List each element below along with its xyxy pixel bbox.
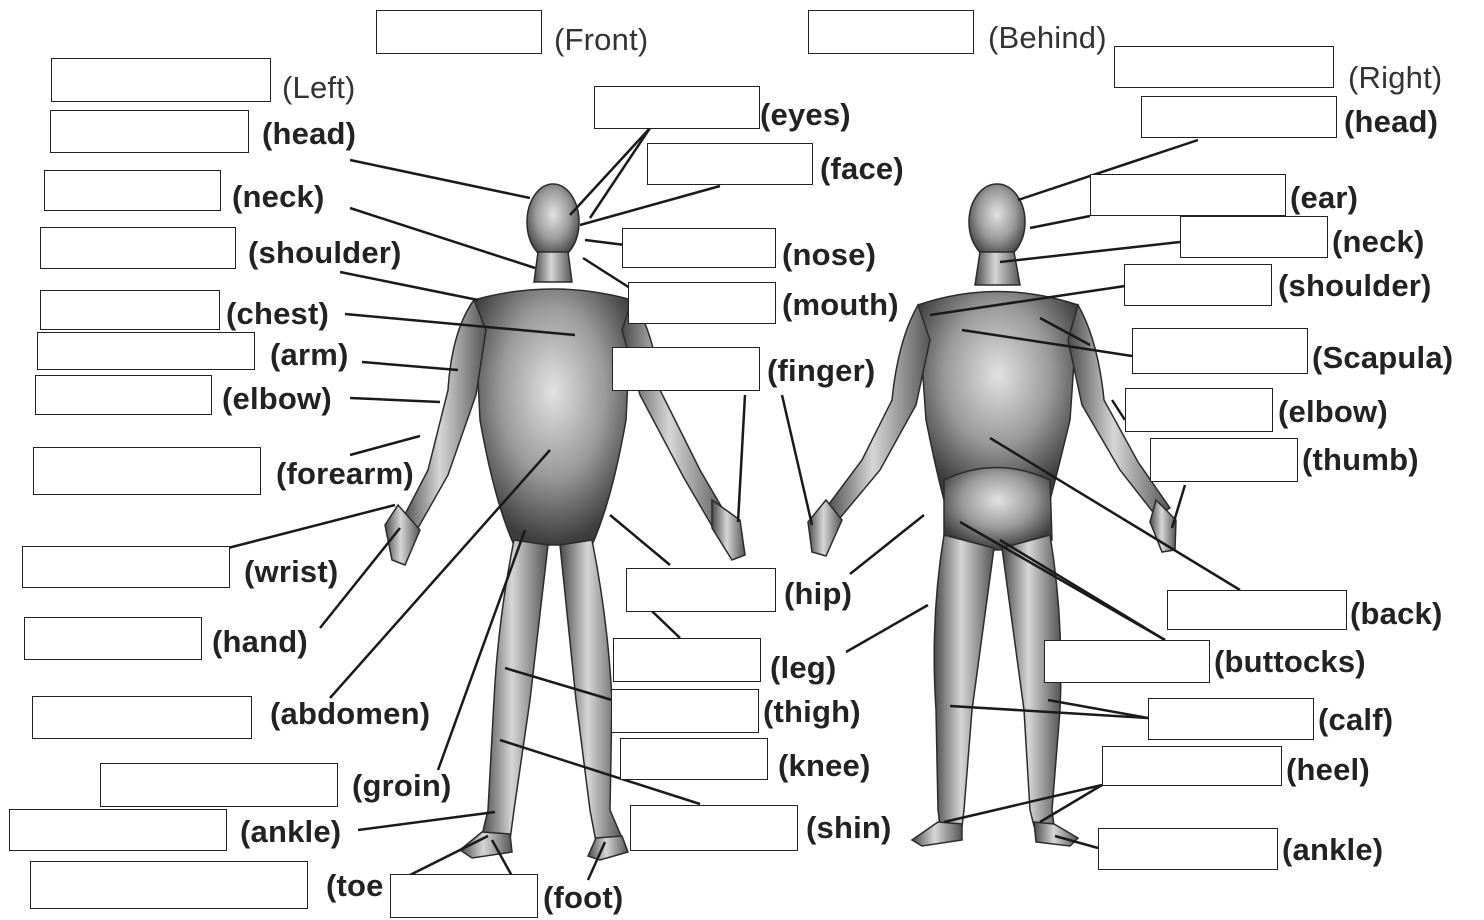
front-finger-box[interactable]: [612, 347, 760, 391]
back-head-box[interactable]: [1141, 96, 1337, 138]
front-groin-label: (groin): [352, 770, 452, 801]
right-title-label: (Right): [1348, 62, 1442, 93]
front-knee-label: (knee): [778, 750, 871, 781]
front-hip-box[interactable]: [626, 568, 776, 612]
front-mouth-label: (mouth): [782, 289, 899, 320]
right-title-box[interactable]: [1114, 46, 1334, 88]
front-left-leg: [482, 540, 548, 840]
back-calf-box[interactable]: [1148, 698, 1314, 740]
back-neck: [975, 252, 1020, 285]
front-thigh-label: (thigh): [763, 696, 861, 727]
front-head: [527, 184, 579, 260]
front-head-label: (head): [262, 118, 356, 149]
back-neck-label: (neck): [1332, 226, 1425, 257]
behind-title-box[interactable]: [808, 10, 974, 54]
back-shoulder-box[interactable]: [1124, 264, 1272, 306]
back-right-foot: [1034, 822, 1078, 846]
front-knee-box[interactable]: [620, 738, 768, 780]
front-ankle-box[interactable]: [9, 809, 227, 851]
behind-title-label: (Behind): [988, 22, 1107, 53]
front-right-foot: [588, 836, 628, 860]
front-leg-label: (leg): [770, 652, 836, 683]
front-neck-label: (neck): [232, 181, 325, 212]
front-eyes-label: (eyes): [760, 99, 851, 130]
back-thumb-box[interactable]: [1150, 438, 1298, 482]
back-elbow-label: (elbow): [1278, 396, 1388, 427]
back-scapula-label: (Scapula): [1312, 342, 1453, 373]
back-head-label: (head): [1344, 106, 1438, 137]
front-title-label: (Front): [554, 24, 648, 55]
left-title-label: (Left): [282, 72, 356, 103]
front-forearm-box[interactable]: [33, 447, 261, 495]
back-buttocks: [944, 468, 1052, 551]
back-head: [969, 184, 1025, 260]
front-mouth-box[interactable]: [628, 282, 776, 324]
front-elbow-box[interactable]: [35, 375, 212, 415]
back-scapula-box[interactable]: [1132, 328, 1308, 374]
back-elbow-box[interactable]: [1125, 388, 1273, 432]
front-shoulder-label: (shoulder): [248, 237, 402, 268]
back-ear-label: (ear): [1290, 182, 1358, 213]
back-buttocks-label: (buttocks): [1214, 646, 1366, 677]
front-neck-box[interactable]: [44, 170, 221, 211]
front-chest-box[interactable]: [40, 290, 220, 330]
front-face-box[interactable]: [647, 143, 813, 185]
front-finger-label: (finger): [767, 355, 875, 386]
back-left-foot: [912, 822, 962, 846]
back-shoulder-label: (shoulder): [1278, 270, 1432, 301]
back-left-arm: [826, 305, 930, 518]
front-foot-box[interactable]: [390, 874, 538, 918]
back-heel-label: (heel): [1286, 754, 1370, 785]
front-hand-box[interactable]: [24, 617, 202, 660]
front-arm-box[interactable]: [37, 332, 255, 370]
front-hand-label: (hand): [212, 626, 308, 657]
back-left-leg: [934, 535, 994, 826]
back-back-box[interactable]: [1167, 590, 1347, 630]
front-leg-box[interactable]: [613, 638, 761, 682]
front-right-hand: [712, 500, 745, 560]
front-title-box[interactable]: [376, 10, 542, 54]
back-heel-box[interactable]: [1102, 746, 1282, 786]
front-foot-label: (foot): [543, 882, 623, 913]
front-face-label: (face): [820, 153, 904, 184]
front-nose-box[interactable]: [622, 228, 776, 268]
back-calf-label: (calf): [1318, 704, 1393, 735]
back-ankle-label: (ankle): [1282, 834, 1383, 865]
front-wrist-label: (wrist): [244, 556, 338, 587]
front-eyes-box[interactable]: [594, 86, 760, 129]
back-back-label: (back): [1350, 598, 1443, 629]
front-toe-box[interactable]: [30, 861, 308, 909]
back-buttocks-box[interactable]: [1044, 640, 1210, 683]
front-hip-label: (hip): [784, 578, 852, 609]
front-right-arm: [622, 300, 728, 526]
back-ear-box[interactable]: [1090, 174, 1286, 216]
front-chest-label: (chest): [226, 298, 329, 329]
front-nose-label: (nose): [782, 239, 876, 270]
back-ankle-box[interactable]: [1098, 828, 1278, 870]
left-title-box[interactable]: [51, 58, 271, 102]
front-toe-label: (toe: [326, 870, 384, 901]
front-forearm-label: (forearm): [276, 458, 414, 489]
front-thigh-box[interactable]: [611, 689, 759, 733]
front-neck: [534, 252, 572, 282]
front-shin-box[interactable]: [630, 805, 798, 851]
front-shoulder-box[interactable]: [40, 227, 236, 269]
front-left-arm: [402, 300, 486, 528]
front-ankle-label: (ankle): [240, 816, 341, 847]
front-abdomen-label: (abdomen): [270, 698, 430, 729]
front-abdomen-box[interactable]: [32, 696, 252, 739]
front-shin-label: (shin): [806, 812, 892, 843]
front-elbow-label: (elbow): [222, 383, 332, 414]
front-head-box[interactable]: [50, 110, 249, 153]
back-neck-box[interactable]: [1180, 216, 1328, 258]
front-arm-label: (arm): [270, 339, 349, 370]
back-thumb-label: (thumb): [1302, 444, 1419, 475]
front-wrist-box[interactable]: [22, 546, 230, 588]
front-groin-box[interactable]: [100, 763, 338, 807]
